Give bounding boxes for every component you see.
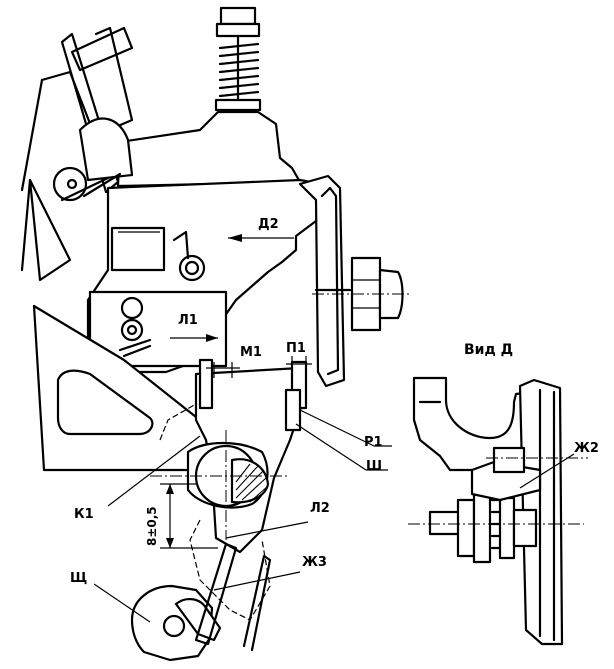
view-title: Вид Д	[464, 342, 513, 358]
lower-roller-lever	[130, 542, 272, 662]
labels: Д2 Л1 М1 П1 Р1 Ш К1 Л2 Ж3 Щ Ж2 Вид Д 8±0…	[70, 217, 599, 586]
label-k1: К1	[74, 507, 94, 522]
right-vertical-bracket	[298, 174, 352, 388]
label-p1: П1	[286, 341, 306, 356]
top-spring-bolt	[214, 6, 262, 120]
view-d	[408, 376, 588, 646]
center-small-bolt	[172, 230, 206, 282]
label-m1: М1	[240, 345, 262, 360]
pin-m1-p1	[198, 358, 308, 432]
label-r1: Р1	[364, 435, 383, 450]
main-assembly	[20, 6, 412, 662]
lower-lever	[150, 366, 306, 554]
label-zh2: Ж2	[574, 441, 599, 456]
right-nut	[312, 256, 412, 332]
label-l1: Л1	[178, 313, 198, 328]
left-triangle-frame	[32, 304, 222, 472]
leaders	[93, 234, 392, 623]
dimension-label: 8±0,5	[145, 506, 159, 546]
label-zh3: Ж3	[302, 555, 327, 570]
alt-position-outline	[189, 519, 271, 621]
window-cutout	[110, 226, 166, 272]
pivot-box	[88, 290, 228, 368]
label-l2: Л2	[310, 501, 330, 516]
upper-bracket	[116, 110, 302, 188]
top-left-lever	[20, 26, 134, 282]
label-d2: Д2	[258, 217, 279, 232]
label-shch: Щ	[70, 571, 87, 586]
label-sh: Ш	[366, 459, 382, 474]
